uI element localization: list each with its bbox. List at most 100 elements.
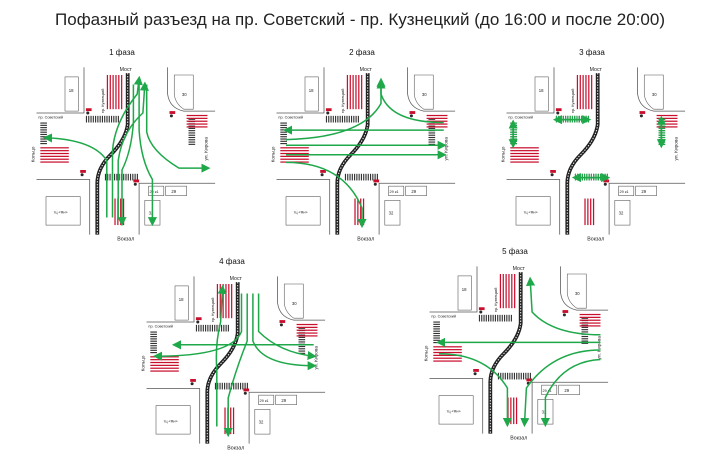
lane-marking	[186, 123, 208, 125]
lane-marking	[499, 274, 502, 309]
street-label: тц «Ян»	[294, 211, 308, 215]
crosswalk-stripe	[104, 115, 106, 123]
crosswalk-stripe	[376, 173, 378, 181]
traffic-light-icon	[243, 391, 247, 395]
street-label: Кольцо	[141, 355, 147, 371]
crosswalk-stripe	[581, 338, 589, 340]
crosswalk-stripe	[428, 139, 436, 141]
lane-marking	[587, 198, 589, 226]
crosswalk-stripe	[188, 139, 196, 141]
street-label: пр. Советский	[278, 116, 303, 120]
crosswalk-stripe	[374, 173, 376, 181]
crosswalk-stripe	[348, 115, 350, 123]
lane-marking	[230, 407, 232, 435]
lane-marking	[296, 326, 318, 328]
crosswalk-stripe	[581, 335, 589, 338]
crosswalk-stripe	[117, 115, 119, 123]
crosswalk-stripe	[214, 324, 216, 332]
crosswalk-stripe	[244, 382, 246, 390]
building-tc	[515, 196, 551, 226]
crosswalk-stripe	[298, 348, 306, 350]
lane-marking	[579, 316, 601, 318]
crosswalk-stripe	[497, 314, 499, 322]
lane-marking	[280, 155, 309, 157]
crosswalk-stripe	[298, 341, 306, 343]
crosswalk-stripe	[211, 324, 213, 332]
crosswalk-stripe	[188, 118, 196, 120]
phase-label: 3 фаза	[579, 48, 605, 57]
crosswalk-stripe	[239, 382, 242, 390]
street-label: пр. Кузнецкий	[571, 89, 575, 113]
crosswalk-stripe	[127, 173, 129, 181]
building-32	[614, 200, 631, 226]
lane-marking	[426, 117, 448, 119]
crosswalk-stripe	[328, 115, 330, 123]
crosswalk-stripe	[499, 314, 501, 322]
street-label: Вокзал	[587, 236, 604, 242]
lane-marking	[588, 75, 590, 110]
traffic-light-icon	[550, 170, 556, 173]
road-edge	[36, 179, 216, 235]
crosswalk-stripe	[188, 130, 196, 132]
street-label: 29	[564, 388, 569, 393]
lane-marking	[656, 126, 678, 128]
street-label: тц «Ян»	[54, 211, 68, 215]
traffic-light-icon	[373, 182, 377, 186]
traffic-light-icon	[556, 111, 560, 115]
tram-track	[489, 272, 522, 434]
crosswalk-stripe	[216, 324, 218, 332]
crosswalk-stripe	[503, 314, 506, 322]
phase-label: 5 фаза	[502, 247, 528, 256]
crosswalk-stripe	[527, 372, 529, 380]
building-30	[173, 74, 194, 110]
traffic-light-icon	[555, 108, 562, 112]
crosswalk-stripe	[428, 132, 436, 134]
crosswalk-stripe	[150, 345, 157, 347]
lane-marking	[426, 114, 448, 117]
crosswalk-stripe	[433, 335, 440, 337]
traffic-light-icon	[478, 307, 485, 311]
crosswalk-stripe	[298, 350, 306, 352]
building-30	[566, 273, 587, 309]
lane-marking	[115, 75, 117, 110]
street-label: 18	[462, 287, 467, 292]
crosswalk-stripe	[40, 129, 47, 131]
lane-marking	[150, 359, 179, 361]
lane-marking	[40, 150, 69, 152]
crosswalk-stripe	[150, 342, 157, 345]
lane-marking	[579, 75, 581, 110]
street-label: 29 к1	[620, 190, 629, 194]
crosswalk-stripe	[330, 115, 332, 123]
road-edge	[276, 67, 456, 114]
crosswalk-stripe	[353, 115, 355, 123]
street-label: пр. Кузнецкий	[211, 298, 215, 322]
lane-marking	[426, 126, 448, 128]
building-tc	[285, 196, 321, 226]
crosswalk-stripe	[298, 327, 306, 329]
lane-marking	[109, 75, 111, 110]
lane-marking	[114, 198, 116, 226]
street-label: Мост	[360, 67, 373, 73]
street-label: 29 к1	[150, 190, 159, 194]
street-label: ул. Кирова	[314, 346, 320, 370]
crosswalk-stripe	[40, 136, 47, 138]
road-edge	[276, 179, 456, 235]
lane-marking	[121, 75, 123, 110]
lane-marking	[579, 325, 601, 327]
crosswalk-stripe	[337, 115, 339, 123]
crosswalk-stripe	[114, 173, 116, 181]
crosswalk-stripe	[92, 115, 94, 123]
crosswalk-stripe	[225, 324, 227, 332]
lane-marking	[40, 158, 69, 160]
crosswalk-stripe	[150, 331, 157, 333]
building-18	[457, 275, 472, 311]
traffic-light-icon	[196, 320, 200, 324]
lane-marking	[219, 284, 221, 319]
crosswalk-stripe	[428, 134, 436, 136]
traffic-arrow	[117, 81, 149, 218]
crosswalk-stripe	[354, 173, 356, 181]
traffic-arrow	[438, 353, 512, 428]
crosswalk-stripe	[428, 141, 436, 143]
traffic-light-icon	[85, 108, 92, 112]
